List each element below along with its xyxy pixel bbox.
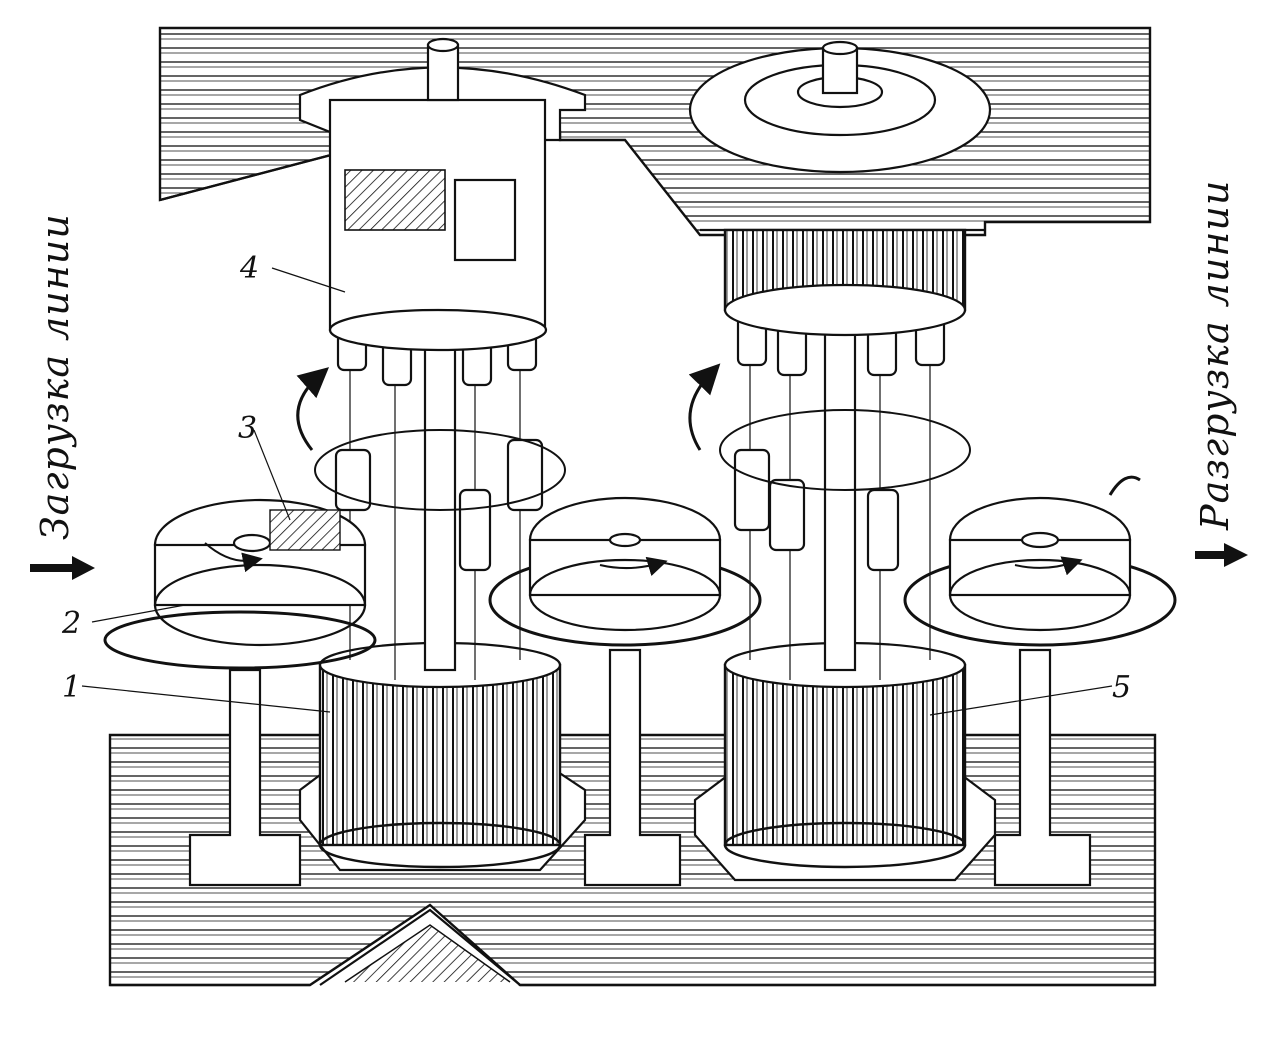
label-3: 3 xyxy=(238,411,257,446)
unload-line-label: Разгрузка линии xyxy=(1193,180,1237,531)
load-arrow xyxy=(30,556,95,580)
label-2: 2 xyxy=(61,606,81,641)
load-line-label: Загрузка линии xyxy=(33,213,77,540)
unload-arrow xyxy=(1195,543,1248,567)
rack-gear xyxy=(319,908,521,986)
label-1: 1 xyxy=(62,670,81,705)
left-rotor xyxy=(296,37,587,872)
label-5: 5 xyxy=(1112,670,1131,705)
transfer-star-right xyxy=(903,475,1177,887)
right-rotor xyxy=(688,40,997,882)
transfer-star-middle xyxy=(488,496,762,887)
top-plate xyxy=(158,26,1152,237)
transfer-star-left xyxy=(103,498,377,887)
label-4: 4 xyxy=(239,251,259,286)
leader-lines xyxy=(81,267,1113,716)
